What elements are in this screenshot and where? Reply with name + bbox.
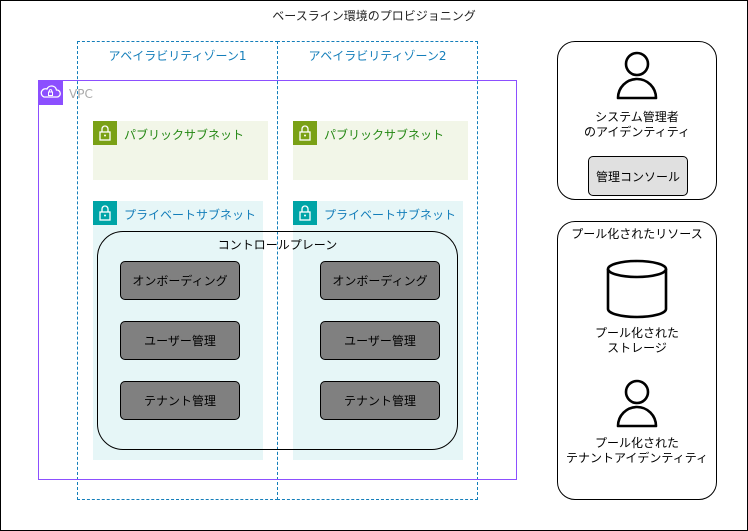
pooled-storage-label: プール化された ストレージ	[557, 326, 717, 356]
padlock-icon	[293, 201, 317, 225]
private-subnet-2-label: プライベートサブネット	[324, 208, 457, 222]
private-subnet-1-label: プライベートサブネット	[124, 208, 257, 222]
public-subnet-1-label: パブリックサブネット	[124, 128, 245, 142]
vpc-label: VPC	[69, 87, 93, 101]
pooled-tenant-line1: プール化された	[594, 436, 679, 450]
user-icon	[612, 376, 662, 428]
public-subnet-2-label: パブリックサブネット	[324, 128, 445, 142]
control-plane: コントロールプレーン	[97, 231, 458, 450]
vpc-group: VPC	[38, 80, 517, 480]
admin-console-box: 管理コンソール	[588, 156, 688, 196]
user-management-service-az2: ユーザー管理	[320, 321, 440, 360]
admin-identity-line2: のアイデンティティ	[584, 125, 690, 139]
padlock-icon	[293, 121, 317, 145]
pooled-tenant-identity-label: プール化された テナントアイデンティティ	[557, 436, 717, 466]
pooled-resources-panel	[557, 221, 717, 500]
control-plane-label: コントロールプレーン	[217, 238, 338, 252]
user-icon	[612, 48, 662, 100]
onboarding-service-az2: オンボーディング	[320, 261, 440, 300]
availability-zone-2: アベイラビリティゾーン2	[277, 41, 478, 500]
pooled-storage-line1: プール化された	[594, 326, 679, 340]
admin-identity-line1: システム管理者	[595, 110, 679, 124]
az-1-label: アベイラビリティゾーン1	[108, 49, 247, 63]
public-subnet-1: パブリックサブネット	[93, 121, 268, 180]
cloud-lock-icon	[38, 80, 63, 105]
tenant-management-service-az1: テナント管理	[120, 381, 240, 420]
cylinder-icon	[605, 259, 669, 319]
pooled-tenant-line2: テナントアイデンティティ	[566, 451, 708, 465]
az-2-label: アベイラビリティゾーン2	[308, 49, 447, 63]
padlock-icon	[93, 121, 117, 145]
onboarding-service-az1: オンボーディング	[120, 261, 240, 300]
admin-identity-label: システム管理者 のアイデンティティ	[557, 110, 717, 140]
pooled-storage-line2: ストレージ	[607, 341, 667, 355]
user-management-service-az1: ユーザー管理	[120, 321, 240, 360]
public-subnet-2: パブリックサブネット	[293, 121, 468, 180]
padlock-icon	[93, 201, 117, 225]
tenant-management-service-az2: テナント管理	[320, 381, 440, 420]
diagram-title: ベースライン環境のプロビジョニング	[272, 9, 476, 23]
pooled-resources-title: プール化されたリソース	[571, 227, 703, 241]
